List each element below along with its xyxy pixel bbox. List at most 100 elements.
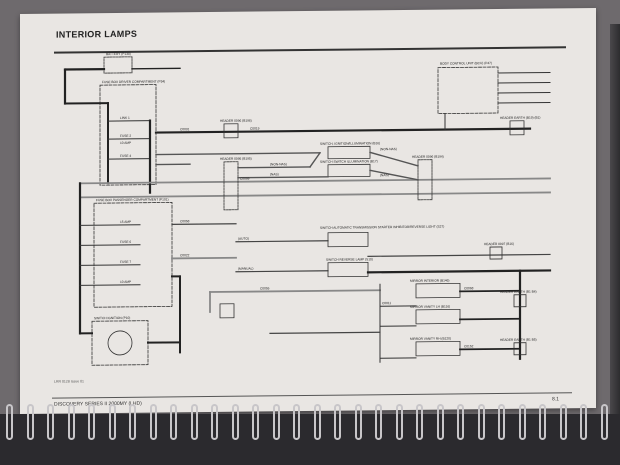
wire-label: (MANUAL) — [238, 267, 253, 271]
binder-coil — [559, 404, 567, 440]
label-switch-reverse: SWITCH REVERSE LAMP (S10) — [326, 257, 373, 261]
binder-coil — [354, 404, 362, 440]
binder-coil — [293, 404, 300, 440]
connector-label: C0068 — [464, 286, 474, 290]
label-switch-illum-2: SWITCH SWITCH ILLUMINATION (B17) — [320, 159, 378, 164]
connector-label: C0011 — [382, 301, 391, 305]
wiring-diagram: BATTERY (P138) FUSE BOX DRIVER COMPARTME… — [63, 52, 552, 366]
fuse-label: FUSE 7 — [120, 260, 131, 264]
wire-label: (NAS) — [380, 173, 389, 177]
wire-label: (NON-NAS) — [380, 147, 397, 151]
binder-coil — [6, 404, 13, 440]
binder-coil — [436, 404, 444, 440]
connector-label: C0055 — [260, 286, 270, 290]
switch-ignition-box — [91, 320, 149, 366]
manual-page: INTERIOR LAMPS LRR 0128 Issue 01 DISCOVE… — [20, 7, 596, 414]
fuse-label: 15 AMP — [120, 220, 131, 224]
label-switch-ignition: SWITCH IGNITION (P10) — [94, 316, 130, 320]
connector-label: C0152 — [464, 344, 474, 348]
label-header-b194: HEADER 0096 (B194) — [412, 155, 444, 159]
spiral-binding — [0, 404, 620, 465]
label-header-earth-1: HEADER EARTH (B19) (B1) — [500, 116, 541, 120]
connector-label: C0022 — [180, 253, 190, 257]
header-0097-box — [489, 246, 503, 260]
fuse-label: LINK 1 — [120, 116, 130, 120]
mirror-rh-box — [415, 340, 461, 357]
binder-coil — [416, 404, 423, 440]
binder-coil — [108, 404, 116, 440]
mirror-lh-box — [415, 308, 461, 325]
header-small-box — [219, 303, 235, 319]
wire-manual — [235, 270, 329, 273]
page-edge-shadow — [610, 24, 620, 424]
binder-coil — [231, 404, 239, 440]
binder-coil — [272, 404, 280, 440]
label-header-earth-3: HEADER EARTH (B1 B5) — [500, 338, 537, 342]
connector-label: C0031 — [180, 127, 190, 131]
fuse-label: 10 AMP — [120, 141, 131, 145]
wire-battery-out — [131, 67, 181, 70]
battery-box — [103, 56, 133, 74]
binder-coil — [252, 404, 259, 440]
label-mirror-rh: MIRROR VANITY RH (B120) — [410, 336, 451, 340]
binder-coil — [457, 404, 464, 440]
label-header-b195: HEADER 0095 (B195) — [220, 157, 252, 161]
fusebox-driver — [99, 84, 157, 186]
connector-label: C0019 — [250, 126, 260, 130]
binder-coil — [518, 404, 526, 440]
mirror-interior-box — [415, 282, 461, 299]
wire-label: (AUTO) — [238, 237, 249, 241]
label-header-earth-2: HEADER EARTH (B1 B4) — [500, 290, 537, 294]
binder-coil — [47, 404, 54, 440]
fuse-label: FUSE 4 — [120, 154, 131, 158]
switch-illum-box — [327, 145, 371, 160]
wire-auto — [235, 240, 329, 243]
switch-illum-2-box — [327, 163, 371, 178]
binder-coil — [580, 404, 587, 440]
binder-coil — [88, 404, 95, 440]
binder-coil — [26, 404, 34, 440]
wire-label: (NON-NAS) — [270, 162, 287, 166]
binder-coil — [149, 404, 157, 440]
connector-label: C0099 — [240, 177, 250, 181]
header-earth-2-box — [513, 294, 527, 308]
label-header-0097: HEADER 0097 (B16) — [484, 242, 514, 246]
label-mirror-interior: MIRROR INTERIOR (B146) — [410, 279, 449, 283]
label-switch-auto: SWITCH AUTOMATIC TRANSMISSION STARTER IN… — [320, 225, 444, 230]
binder-coil — [498, 404, 505, 440]
binder-coil — [477, 404, 485, 440]
label-fusebox-driver: FUSE BOX DRIVER COMPARTMENT (P34) — [102, 79, 165, 84]
binder-coil — [334, 404, 341, 440]
binder-coil — [67, 404, 75, 440]
label-header-b196: HEADER 0096 (B196) — [220, 119, 252, 123]
label-switch-illum: SWITCH, IGNITION/ILLUMINATION (B16) — [320, 141, 380, 146]
wire-label: (NAS) — [270, 172, 279, 176]
switch-auto-box — [327, 231, 369, 248]
label-battery: BATTERY (P138) — [106, 52, 131, 56]
binder-coil — [313, 404, 321, 440]
header-earth-1-box — [509, 120, 525, 136]
header-b196-box — [223, 123, 239, 139]
label-fusebox-passenger: FUSE BOX PASSENGER COMPARTMENT (P101) — [96, 197, 169, 202]
binder-coil — [129, 404, 136, 440]
header-earth-3-box — [513, 342, 527, 356]
fuse-label: 10 AMP — [120, 280, 131, 284]
binder-coil — [190, 404, 198, 440]
binder-coil — [170, 404, 177, 440]
binder-coil — [375, 404, 382, 440]
binder-coil — [539, 404, 546, 440]
binder-coil — [211, 404, 218, 440]
fusebox-passenger — [93, 202, 173, 308]
binder-coil — [395, 404, 403, 440]
wire-grey-long — [79, 177, 551, 185]
bcu-box — [437, 66, 499, 115]
fuse-label: FUSE 6 — [120, 240, 131, 244]
switch-reverse-box — [327, 261, 369, 278]
connector-label: C0058 — [180, 219, 190, 223]
label-mirror-lh: MIRROR VANITY LH (B116) — [410, 304, 450, 308]
header-b195-box — [223, 161, 239, 211]
fuse-label: FUSE 2 — [120, 134, 131, 138]
binder-coil — [600, 404, 608, 440]
wire-main-horizontal — [154, 127, 532, 134]
label-bcu: BODY CONTROL UNIT (BCU) (P47) — [440, 61, 492, 66]
